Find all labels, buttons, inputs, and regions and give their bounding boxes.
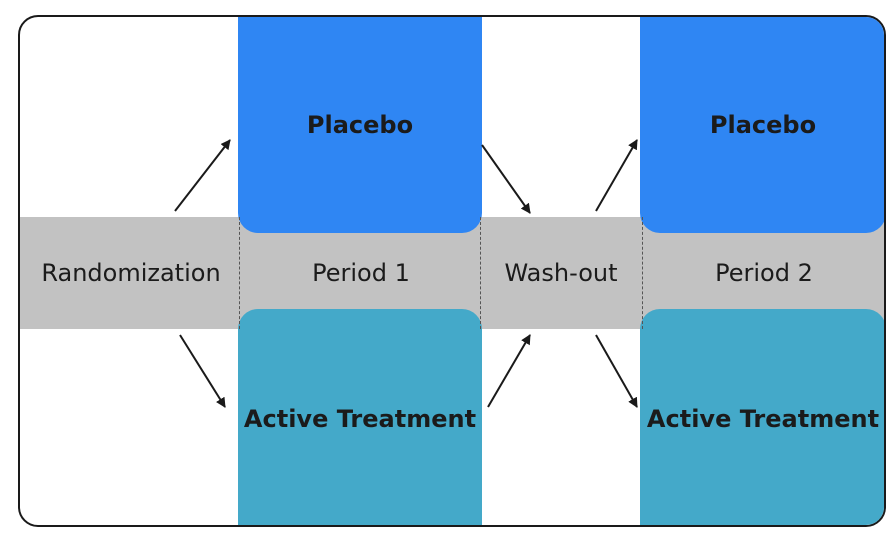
period-1-label: Period 1 bbox=[312, 259, 410, 287]
period-1-active-label: Active Treatment bbox=[243, 405, 477, 433]
divider-washout-left bbox=[480, 217, 481, 329]
flow-arrows bbox=[174, 139, 638, 408]
period-1-placebo-box: Placebo bbox=[238, 17, 482, 233]
period-1-placebo-label: Placebo bbox=[306, 111, 414, 139]
divider-washout-right bbox=[642, 217, 643, 329]
period-1-active-box: Active Treatment bbox=[238, 309, 482, 525]
period-2-placebo-label: Placebo bbox=[709, 111, 817, 139]
arrow-washout-to-placebo bbox=[595, 139, 638, 212]
washout-label: Wash-out bbox=[504, 259, 618, 287]
period-2-label: Period 2 bbox=[715, 259, 813, 287]
arrow-placebo-to-washout bbox=[481, 144, 531, 214]
period-2-active-label: Active Treatment bbox=[646, 405, 880, 433]
arrow-randomization-to-placebo bbox=[174, 139, 231, 212]
divider-randomization bbox=[239, 217, 240, 329]
diagram-frame: Placebo Active Treatment Placebo Active … bbox=[18, 15, 886, 527]
arrow-washout-to-active bbox=[595, 334, 638, 408]
period-2-placebo-box: Placebo bbox=[640, 17, 884, 233]
arrow-active-to-washout bbox=[487, 334, 531, 408]
arrow-randomization-to-active bbox=[179, 334, 226, 408]
randomization-label: Randomization bbox=[41, 259, 221, 287]
period-2-active-box: Active Treatment bbox=[640, 309, 884, 525]
